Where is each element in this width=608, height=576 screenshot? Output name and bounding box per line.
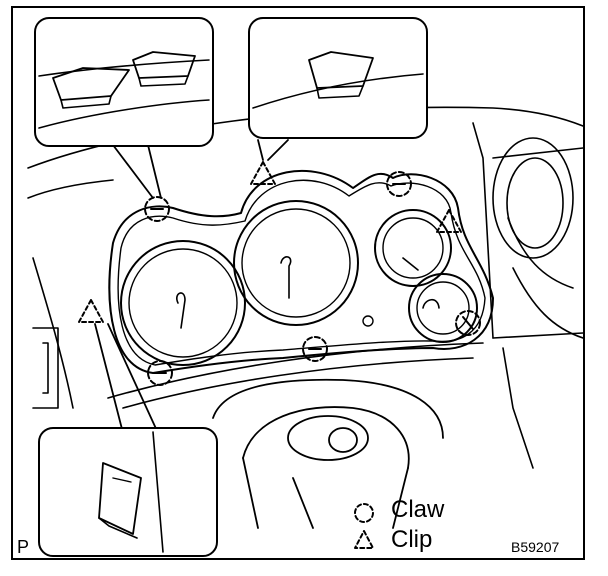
circle-dashed-icon <box>354 503 374 523</box>
corner-label: P <box>17 537 30 557</box>
combination-meter <box>108 169 494 374</box>
legend-label-clip: Clip <box>391 526 433 553</box>
triangle-dashed-icon <box>354 530 374 549</box>
callout-leaders <box>94 139 289 434</box>
diagram-frame: Claw Clip P B59207 <box>11 6 585 560</box>
legend-label-claw: Claw <box>391 496 445 523</box>
instrument-cluster-illustration <box>27 17 583 557</box>
figure-code: B59207 <box>511 539 560 555</box>
detail-callout-bottom-left <box>38 427 218 557</box>
claw-marker-centers <box>150 183 474 374</box>
steering-column <box>212 378 444 529</box>
detail-callout-top-left <box>34 17 214 147</box>
claw-markers <box>144 171 481 386</box>
legend-symbols <box>354 503 374 549</box>
clip-markers <box>78 161 462 323</box>
right-vent <box>492 137 583 469</box>
detail-callout-top-center <box>248 17 428 139</box>
